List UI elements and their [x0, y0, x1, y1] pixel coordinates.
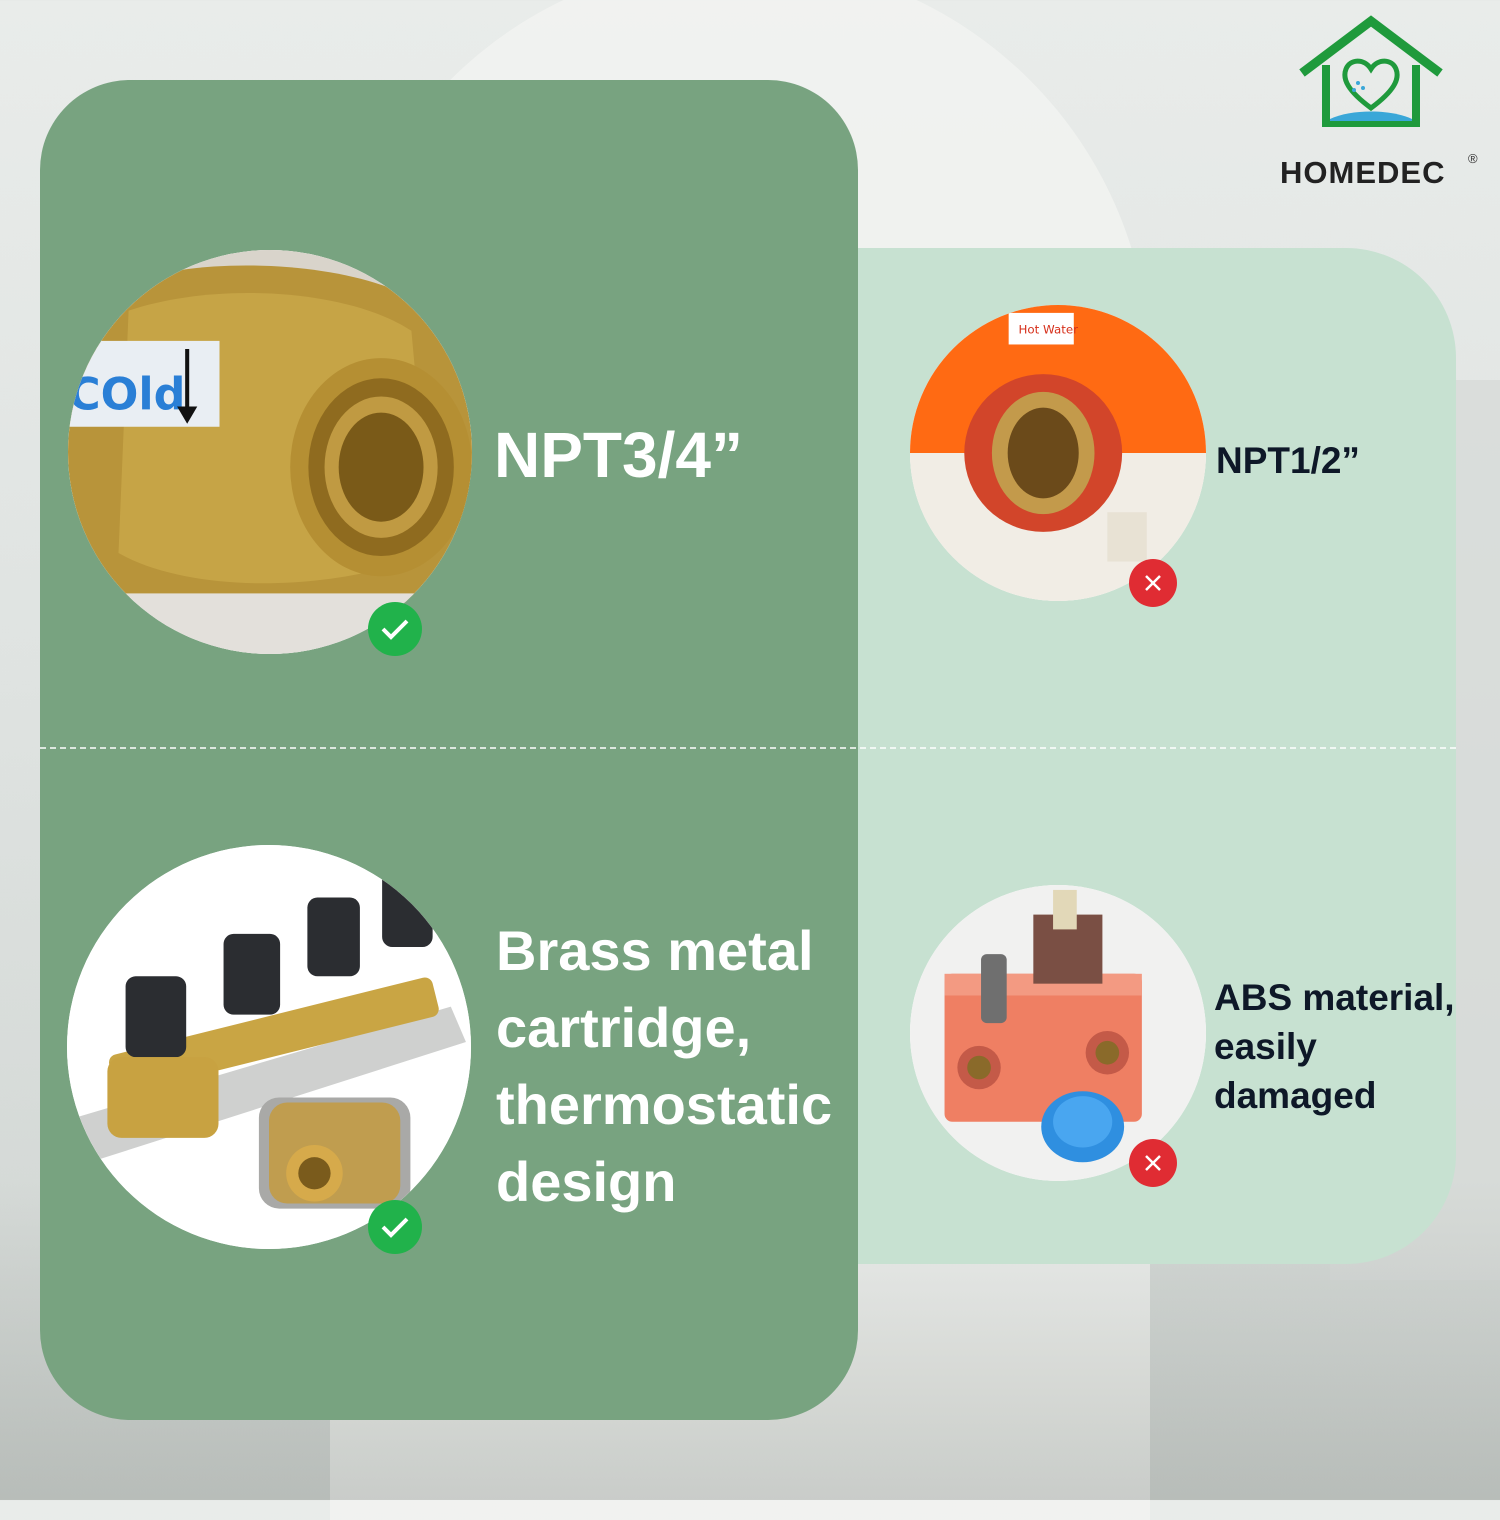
plastic-box-photo: Hot Water [910, 305, 1206, 601]
thermostatic-valve-photo [67, 845, 471, 1249]
hot-water-label: Hot Water [1019, 323, 1079, 337]
check-icon [368, 1200, 422, 1254]
material-line: thermostatic [496, 1073, 833, 1136]
material-line: cartridge, [496, 996, 752, 1059]
competitor-connection-size: NPT1/2” [1216, 440, 1360, 481]
cross-icon [1129, 1139, 1177, 1187]
registered-mark: ® [1468, 151, 1478, 166]
material-line: damaged [1214, 1075, 1377, 1116]
competitor-material-text: ABS material, easily damaged [1214, 973, 1494, 1120]
house-heart-icon [1299, 15, 1443, 127]
material-line: ABS material, [1214, 977, 1455, 1018]
abs-box-photo [910, 885, 1206, 1181]
material-line: design [496, 1150, 677, 1213]
row-divider [40, 747, 1456, 749]
material-line: easily [1214, 1026, 1317, 1067]
brand-name: HOMEDEC [1280, 155, 1446, 190]
check-icon [368, 602, 422, 656]
homedec-logo: HOMEDEC ® [1270, 15, 1485, 190]
homedec-connection-size: NPT3/4” [494, 419, 743, 491]
homedec-material-text: Brass metal cartridge, thermostatic desi… [496, 912, 876, 1220]
cold-label: COld [68, 370, 185, 421]
cross-icon [1129, 559, 1177, 607]
material-line: Brass metal [496, 919, 814, 982]
brass-valve-photo: COld [68, 250, 472, 654]
